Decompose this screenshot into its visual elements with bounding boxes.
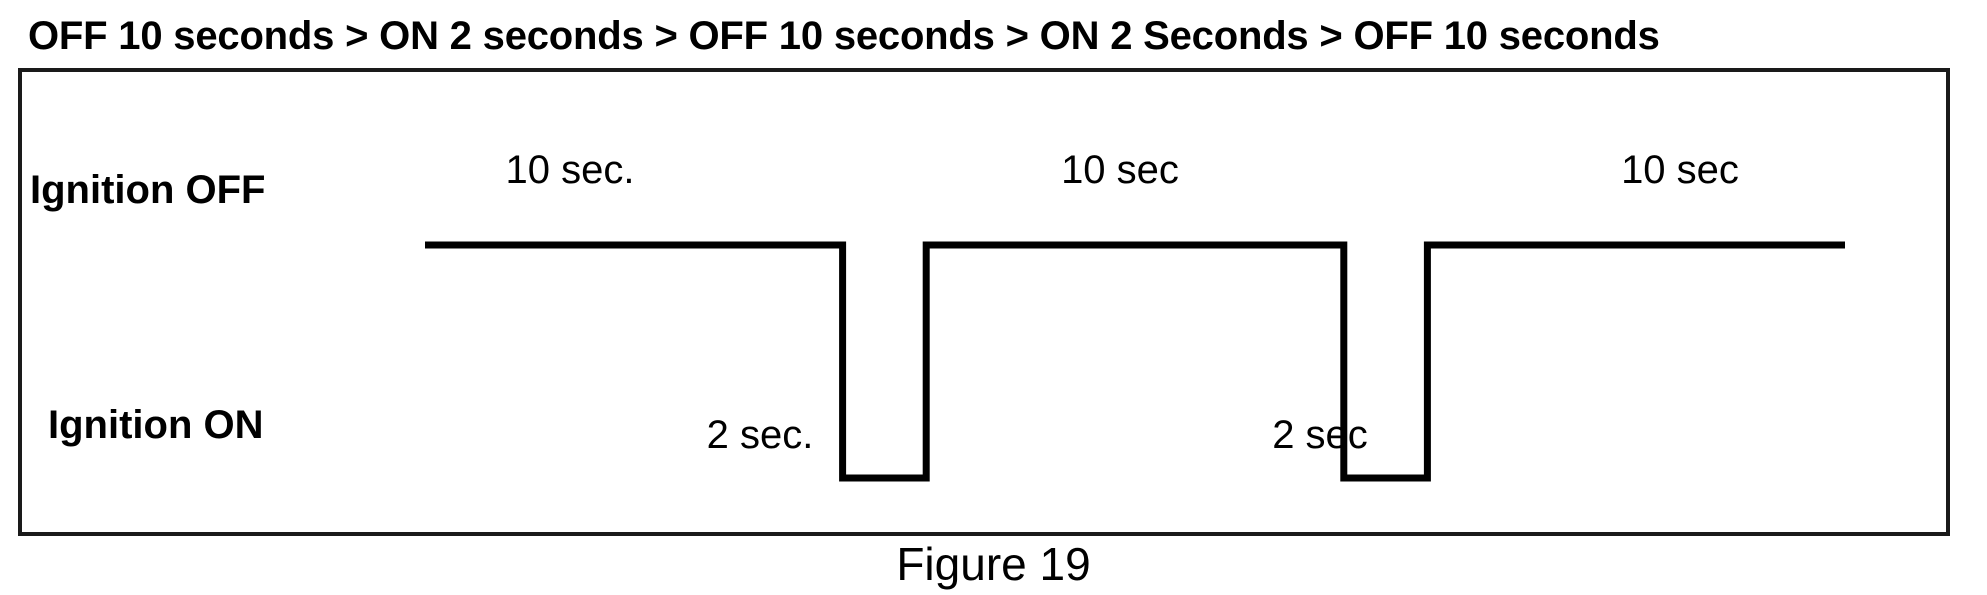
duration-label-on-2: 2 sec: [1272, 413, 1368, 457]
duration-label-off-3: 10 sec: [1621, 148, 1739, 192]
figure-caption: Figure 19: [896, 538, 1091, 590]
ignition-off-row-label: Ignition OFF: [30, 168, 266, 212]
duration-label-off-1: 10 sec.: [505, 148, 635, 192]
duration-label-off-2: 10 sec: [1061, 148, 1179, 192]
duration-label-on-1: 2 sec.: [706, 413, 814, 457]
sequence-title: OFF 10 seconds > ON 2 seconds > OFF 10 s…: [28, 14, 1660, 58]
ignition-on-row-label: Ignition ON: [48, 403, 264, 447]
diagram-frame: [18, 68, 1950, 536]
